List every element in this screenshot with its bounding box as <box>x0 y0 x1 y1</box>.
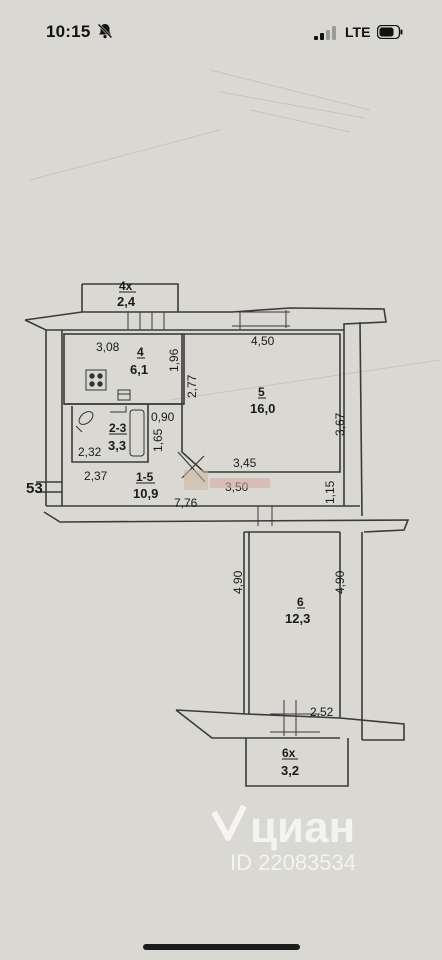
watermark-brand: циан <box>250 803 355 852</box>
battery-icon <box>377 25 403 39</box>
signal-icon <box>314 26 336 40</box>
room-2-3-id: 2-3 <box>109 421 127 435</box>
room-6x-id: 6x <box>282 746 296 760</box>
dim-1-65: 1,65 <box>151 428 165 452</box>
room-1-5-id: 1-5 <box>136 470 154 484</box>
stove-icon <box>85 369 107 391</box>
room-5-id: 5 <box>258 385 265 399</box>
dim-4-90-left: 4,90 <box>231 570 245 594</box>
dim-0-90: 0,90 <box>151 410 175 424</box>
room-6-area: 12,3 <box>285 611 310 626</box>
dim-2-32: 2,32 <box>78 445 102 459</box>
room-4x-id: 4x <box>119 279 133 293</box>
bathtub-icon <box>110 406 145 457</box>
room-id-underlines <box>109 291 305 760</box>
room-4x-area: 2,4 <box>117 294 136 309</box>
room-4-area: 6,1 <box>130 362 148 377</box>
bell-off-icon <box>97 23 113 39</box>
dim-1-96: 1,96 <box>167 348 181 372</box>
window-ticks <box>127 310 297 736</box>
dim-3-08: 3,08 <box>96 340 120 354</box>
paper-noise <box>29 69 441 401</box>
watermark-logo-icon <box>211 804 247 841</box>
dim-7-76: 7,76 <box>174 496 198 510</box>
room-6-id: 6 <box>297 595 304 609</box>
toilet-icon <box>75 411 94 433</box>
watermark-id: ID 22083534 <box>230 850 356 875</box>
dim-2-37: 2,37 <box>84 469 108 483</box>
status-time: 10:15 <box>46 22 91 41</box>
dim-3-45: 3,45 <box>233 456 257 470</box>
walls <box>24 283 410 787</box>
room-1-5-area: 10,9 <box>133 486 158 501</box>
stamp-icon <box>184 470 270 490</box>
room-2-3-area: 3,3 <box>108 438 126 453</box>
dim-4-90-right: 4,90 <box>333 570 347 594</box>
side-number-label: 53 <box>26 480 43 497</box>
room-4-id: 4 <box>137 345 144 359</box>
dim-4-50: 4,50 <box>251 334 275 348</box>
dim-2-52: 2,52 <box>310 705 334 719</box>
room-6x-area: 3,2 <box>281 763 299 778</box>
home-indicator[interactable] <box>143 944 300 950</box>
network-type: LTE <box>345 24 371 40</box>
status-bar: 10:15 LTE <box>0 0 442 64</box>
dim-1-15: 1,15 <box>323 480 337 504</box>
dim-2-77: 2,77 <box>185 374 199 398</box>
sink-icon <box>117 389 131 401</box>
dim-3-67: 3,67 <box>333 412 347 436</box>
room-5-area: 16,0 <box>250 401 275 416</box>
